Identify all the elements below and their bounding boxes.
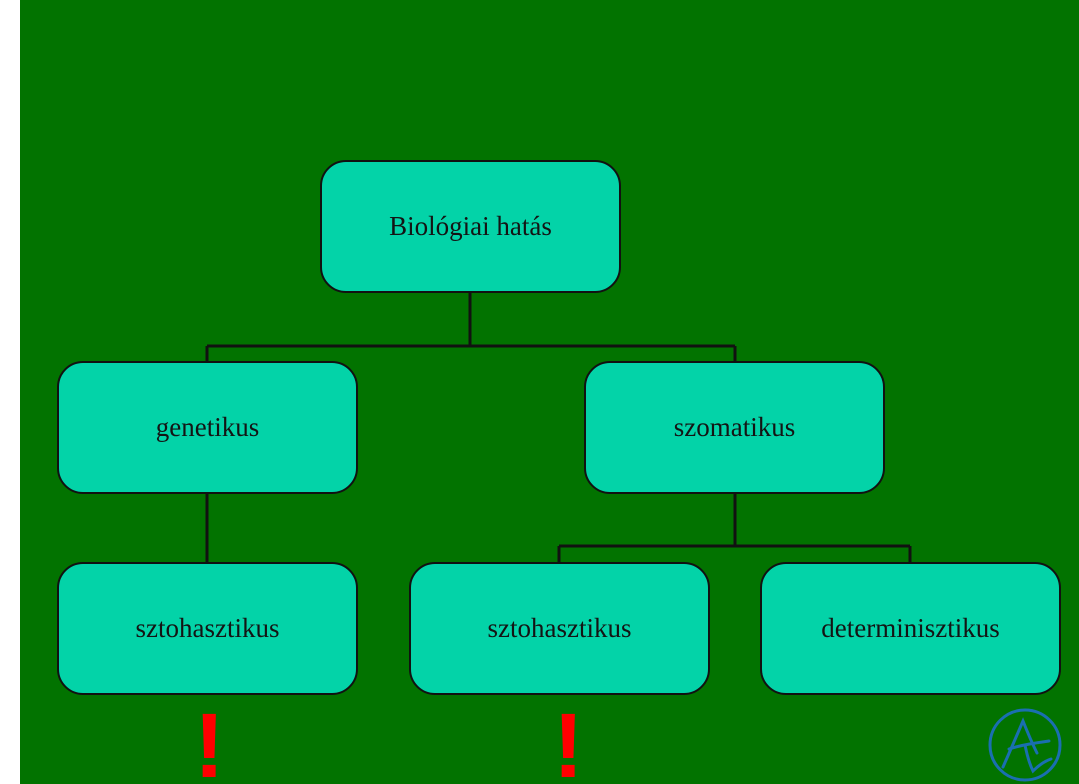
node-sztohasztikus-szomatikus-label: sztohasztikus [487, 613, 632, 643]
node-sztohasztikus-genetikus: sztohasztikus [57, 562, 358, 695]
warning-mark-left: ! [194, 695, 225, 784]
node-determinisztikus-label: determinisztikus [821, 613, 1000, 643]
node-sztohasztikus-szomatikus: sztohasztikus [409, 562, 710, 695]
node-genetikus-label: genetikus [155, 412, 260, 442]
slide-canvas: Biológiai hatás genetikus szomatikus szt… [20, 0, 1079, 784]
node-genetikus: genetikus [57, 361, 358, 494]
tree-connectors [205, 292, 912, 563]
warning-mark-middle: ! [553, 695, 584, 784]
node-sztohasztikus-genetikus-label: sztohasztikus [135, 613, 280, 643]
node-determinisztikus: determinisztikus [760, 562, 1061, 695]
node-root-label: Biológiai hatás [389, 211, 552, 241]
node-szomatikus-label: szomatikus [673, 412, 796, 442]
monogram-logo-icon [988, 708, 1062, 782]
node-szomatikus: szomatikus [584, 361, 885, 494]
node-root: Biológiai hatás [320, 160, 621, 293]
